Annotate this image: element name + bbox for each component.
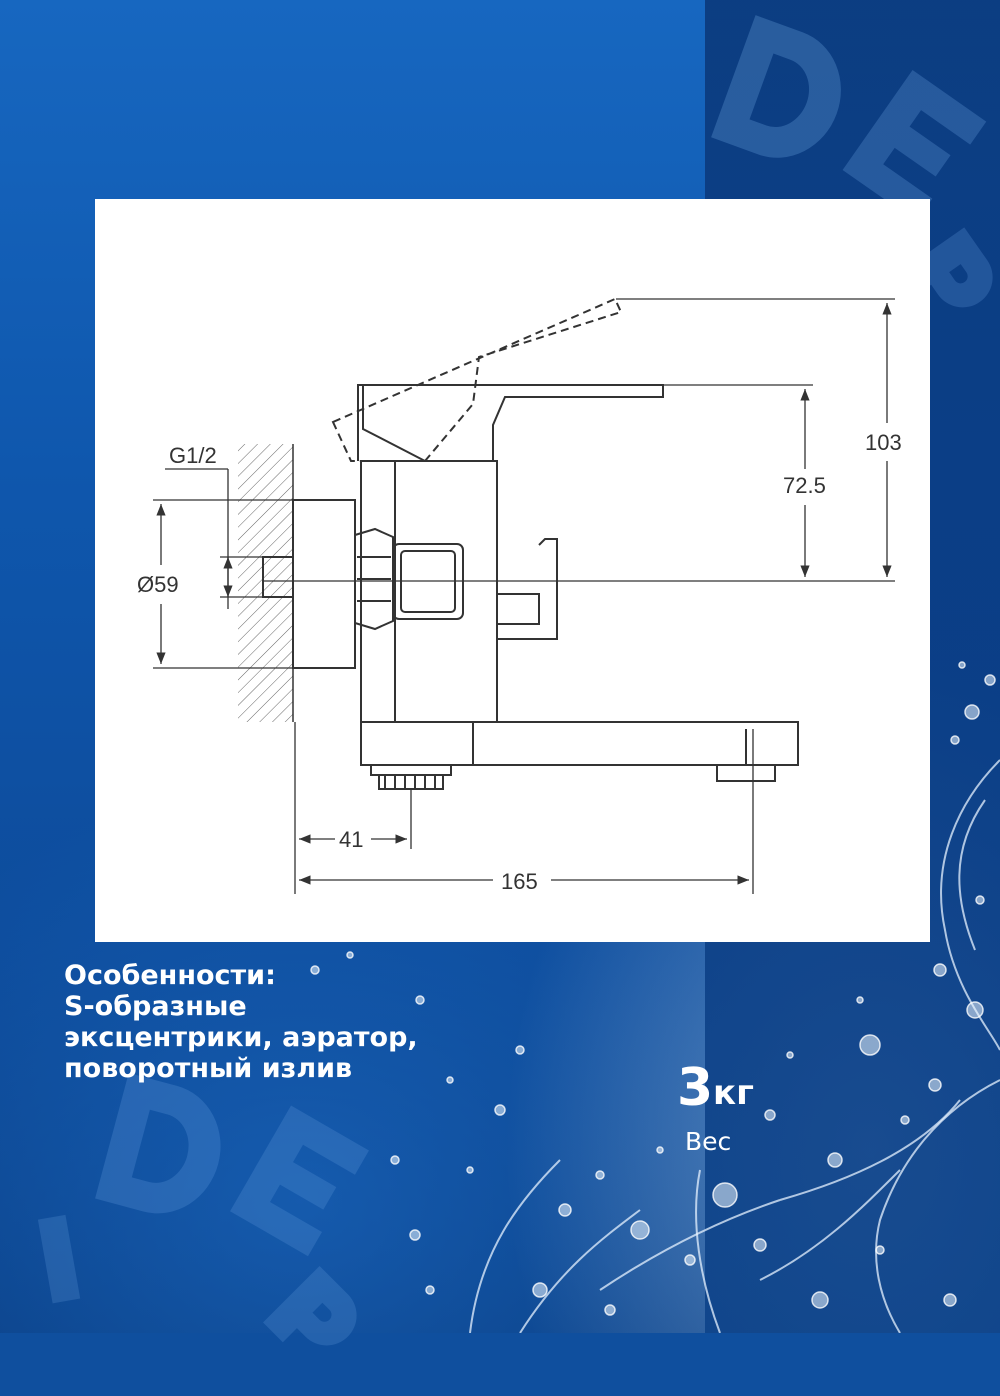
spout-height-label: 72.5 [783, 473, 826, 498]
features-heading: Особенности: [64, 960, 276, 991]
thread-size-label: G1/2 [169, 443, 217, 468]
water-splash-illustration [310, 661, 1000, 1333]
faucet-outline [262, 297, 799, 790]
watermark-letter [83, 1061, 247, 1240]
faucet-dimension-drawing: G1/2 Ø59 103 72.5 41 165 [137, 297, 902, 894]
features-line: S-образные [64, 991, 247, 1022]
watermark-letter [262, 1226, 408, 1353]
flange-diameter-label: Ø59 [137, 572, 179, 597]
weight-label: Вес [685, 1127, 732, 1156]
length-label: 165 [501, 869, 538, 894]
dimension-lines [153, 298, 895, 894]
total-height-label: 103 [865, 430, 902, 455]
watermark-letter [698, 2, 871, 187]
features-line: поворотный излив [64, 1053, 353, 1084]
wall-section [238, 444, 294, 722]
watermark-letter [830, 56, 1000, 234]
technical-drawing-card: G1/2 Ø59 103 72.5 41 165 [95, 199, 930, 942]
weight-unit: кг [713, 1073, 754, 1113]
offset-label: 41 [339, 827, 363, 852]
weight-value: 3 [677, 1058, 714, 1118]
watermark-letter [22, 1176, 98, 1304]
features-line: эксцентрики, аэратор, [64, 1022, 418, 1053]
features-text: Особенности: S-образные эксцентрики, аэр… [64, 960, 484, 1084]
watermark-letter [217, 1092, 382, 1268]
